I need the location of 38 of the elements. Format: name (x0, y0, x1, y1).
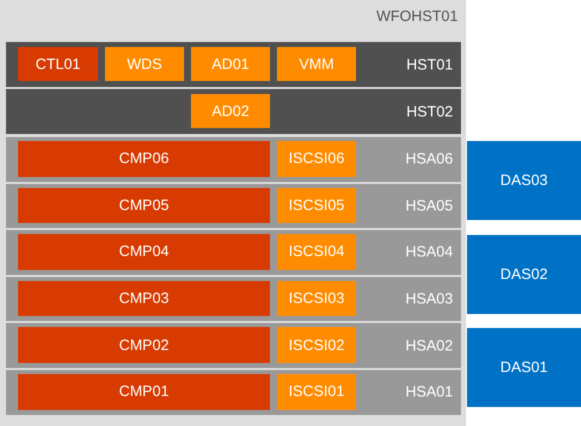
component-block: ISCSI01 (277, 374, 356, 410)
host-band (6, 370, 461, 415)
host-band (6, 230, 461, 275)
band-label: HSA01 (405, 384, 453, 401)
band-label: HSA02 (405, 337, 453, 354)
component-block: CMP05 (18, 188, 270, 224)
component-block: CMP03 (18, 280, 270, 316)
storage-block: DAS01 (467, 328, 581, 407)
component-block: ISCSI06 (277, 141, 356, 177)
host-frame (0, 0, 466, 426)
component-block: CTL01 (18, 47, 98, 81)
component-block: ISCSI04 (277, 234, 356, 270)
band-label: HSA03 (405, 290, 453, 308)
component-block: CMP01 (18, 374, 270, 410)
band-label: HSA05 (405, 197, 453, 215)
component-block: ISCSI02 (277, 327, 356, 363)
host-band (6, 323, 461, 368)
host-band (6, 42, 461, 87)
band-label: HST01 (406, 56, 453, 74)
host-band (6, 89, 461, 134)
component-block: ISCSI05 (277, 188, 356, 224)
host-band (6, 137, 461, 182)
band-label: HST02 (406, 102, 453, 120)
storage-block: DAS03 (467, 141, 581, 220)
component-block: VMM (277, 47, 356, 81)
frame-label: WFOHST01 (376, 8, 458, 26)
component-block: ISCSI03 (277, 280, 356, 316)
component-block: WDS (105, 47, 184, 81)
component-block: AD02 (191, 94, 270, 128)
component-block: AD01 (191, 47, 270, 81)
band-label: HSA06 (405, 150, 453, 168)
component-block: CMP06 (18, 141, 270, 177)
band-label: HSA04 (405, 244, 453, 262)
host-band (6, 276, 461, 322)
storage-block: DAS02 (467, 235, 581, 314)
component-block: CMP04 (18, 234, 270, 270)
component-block: CMP02 (18, 327, 270, 363)
host-band (6, 184, 461, 228)
